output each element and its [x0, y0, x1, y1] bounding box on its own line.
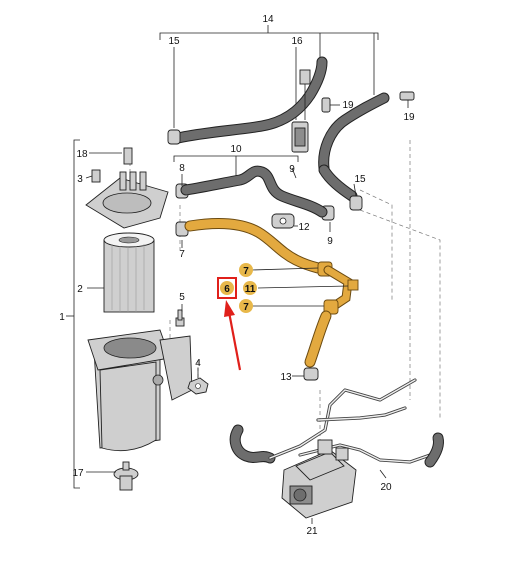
return-hose-14	[172, 56, 390, 202]
callout-3: 3	[77, 174, 83, 185]
assembly-dashed-lines	[127, 140, 441, 480]
callout-4: 4	[195, 358, 201, 369]
callout-19: 19	[342, 100, 354, 111]
fuel-hose-10	[180, 165, 328, 218]
highlight-badge-6	[220, 281, 234, 295]
highlight-badge-11	[243, 281, 257, 295]
callout-13: 13	[280, 372, 292, 383]
fuel-lines-20	[229, 378, 444, 468]
clamp-13	[303, 367, 319, 381]
fitting-19	[321, 91, 415, 113]
valve-16	[291, 69, 311, 153]
callout-1: 1	[59, 312, 65, 323]
callout-7b: 7	[243, 302, 249, 313]
callout-17: 17	[72, 468, 84, 479]
highlighted-callouts: 7 6 11 7	[217, 263, 257, 313]
callout-5: 5	[179, 292, 185, 303]
callout-9-b: 9	[327, 236, 333, 247]
bracket-1	[66, 139, 80, 489]
callout-21: 21	[306, 526, 318, 537]
nut-4	[187, 377, 209, 395]
callout-18: 18	[76, 149, 88, 160]
callout-7a: 7	[243, 266, 249, 277]
callout-8: 8	[179, 163, 185, 174]
callout-19-b: 19	[403, 112, 415, 123]
filter-housing	[87, 329, 193, 452]
highlight-badge-7b	[239, 299, 253, 313]
high-pressure-pump-21	[281, 439, 357, 519]
leader-lines	[85, 104, 387, 524]
callout-12: 12	[298, 222, 310, 233]
callout-6: 6	[224, 284, 230, 295]
drain-plug-17	[113, 461, 139, 491]
filter-element-2	[103, 232, 155, 313]
indicator-arrow	[224, 300, 242, 371]
callout-20: 20	[380, 482, 392, 493]
filter-lid	[85, 147, 169, 229]
callout-16: 16	[291, 36, 303, 47]
callout-2: 2	[77, 284, 83, 295]
callout-11: 11	[245, 284, 256, 295]
callout-7: 7	[179, 249, 185, 260]
bracket-14	[159, 25, 379, 128]
highlighted-hose-assembly	[184, 218, 359, 368]
callout-15-b: 15	[354, 174, 366, 185]
callout-10: 10	[230, 144, 242, 155]
callout-9: 9	[289, 164, 295, 175]
bolt-5	[175, 309, 185, 327]
bracket-12	[271, 213, 295, 229]
callout-14: 14	[262, 14, 274, 25]
highlight-box-6	[217, 277, 237, 299]
callout-labels: 14 15 16 19 19 18 3 10 8 9 15 12 9 7 2 1…	[59, 14, 415, 537]
highlight-badge-7a	[239, 263, 253, 277]
callout-15: 15	[168, 36, 180, 47]
